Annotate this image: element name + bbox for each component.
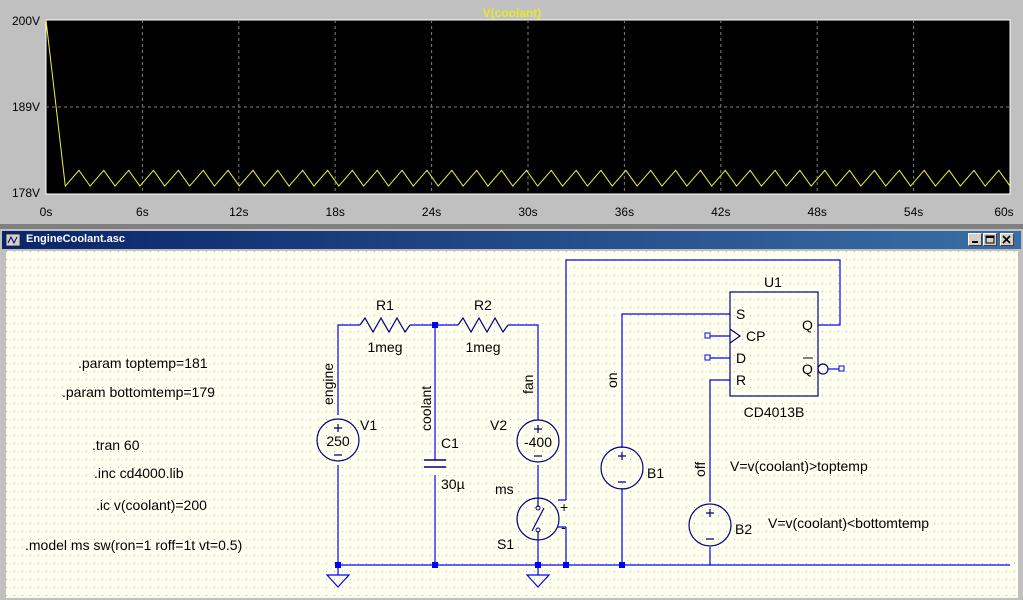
waveform-plot: V(coolant) 200V 189V 178V 0s 6s 12s 18s 24s 3…: [0, 0, 1023, 224]
node: [563, 562, 569, 568]
behavioral-source-b1[interactable]: [600, 446, 644, 490]
voltage-source-v2[interactable]: [516, 419, 560, 463]
x-tick-label: 6s: [136, 205, 149, 219]
x-tick-label: 18s: [326, 205, 345, 219]
x-tick-label: 12s: [229, 205, 248, 219]
q-feedback-wire[interactable]: [565, 259, 841, 500]
directive-param-toptemp[interactable]: .param toptemp=181: [78, 355, 208, 371]
schematic-window: EngineCoolant.asc: [0, 229, 1023, 600]
net-label-fan[interactable]: fan: [520, 375, 536, 394]
x-tick-label: 48s: [808, 205, 827, 219]
u1-name: U1: [764, 274, 782, 290]
pin-s: S: [736, 306, 745, 322]
v2-value: -400: [524, 434, 552, 450]
node: [432, 322, 438, 328]
x-tick-label: 42s: [711, 205, 730, 219]
ground-icon[interactable]: [525, 565, 551, 588]
waveform-viewer: V(coolant) 200V 189V 178V 0s 6s 12s 18s 24s 3…: [0, 0, 1023, 224]
net-label-engine[interactable]: engine: [320, 363, 336, 405]
c1-name: C1: [441, 435, 459, 451]
r1-name: R1: [376, 297, 394, 313]
minimize-button[interactable]: [968, 233, 982, 246]
net-label-coolant[interactable]: coolant: [418, 386, 434, 431]
directive-tran[interactable]: .tran 60: [92, 437, 140, 453]
off-net-wire[interactable]: [709, 379, 730, 565]
plot-grid: [46, 20, 1010, 194]
c1-value: 30µ: [441, 476, 465, 492]
wires: [337, 259, 1010, 566]
schematic-app-icon: [6, 234, 20, 246]
y-tick-label: 178V: [12, 186, 40, 200]
pin-cp: CP: [746, 328, 765, 344]
net-label-off[interactable]: off: [692, 462, 708, 477]
x-tick-labels: 0s 6s 12s 18s 24s 30s 36s 42s 48s 54s 60s: [40, 205, 1014, 219]
schematic-canvas[interactable]: R1 1meg R2 1meg C1 30µ 250 V1: [6, 251, 1018, 598]
behavioral-source-b2[interactable]: [688, 503, 732, 547]
b1-expression: V=v(coolant)>toptemp: [730, 458, 868, 474]
directive-ic[interactable]: .ic v(coolant)=200: [96, 497, 207, 513]
close-button[interactable]: [1000, 233, 1014, 246]
flip-flop-u1[interactable]: [704, 291, 845, 397]
schematic-titlebar[interactable]: EngineCoolant.asc: [2, 231, 1021, 249]
s1-model: ms: [495, 481, 514, 497]
resistor-r2[interactable]: [457, 316, 509, 334]
node: [619, 562, 625, 568]
s1-name: S1: [497, 536, 514, 552]
voltage-source-v1[interactable]: [316, 418, 360, 462]
capacitor-c1[interactable]: [424, 459, 446, 468]
r2-value: 1meg: [465, 339, 500, 355]
v1-name: V1: [360, 417, 377, 433]
x-tick-label: 60s: [994, 205, 1013, 219]
directive-inc[interactable]: .inc cd4000.lib: [94, 465, 184, 481]
x-tick-label: 54s: [904, 205, 923, 219]
b2-expression: V=v(coolant)<bottomtemp: [768, 515, 929, 531]
resistor-r1[interactable]: [359, 316, 411, 334]
close-icon: [1002, 235, 1011, 244]
pin-r: R: [736, 372, 746, 388]
schematic-title: EngineCoolant.asc: [26, 233, 126, 245]
switch-s1[interactable]: [516, 497, 566, 541]
engine-net-wire[interactable]: [337, 324, 360, 565]
b1-name: B1: [647, 465, 664, 481]
maximize-icon: [985, 235, 995, 244]
x-tick-label: 36s: [615, 205, 634, 219]
b2-name: B2: [735, 521, 752, 537]
s1-plus-sign: +: [560, 499, 568, 515]
r1-value: 1meg: [367, 339, 402, 355]
r2-name: R2: [474, 297, 492, 313]
trace-v-coolant[interactable]: [45, 19, 1011, 188]
pin-q: Q: [802, 317, 813, 333]
pin-d: D: [736, 350, 746, 366]
directive-param-bottomtemp[interactable]: .param bottomtemp=179: [62, 384, 215, 400]
minimize-icon: [972, 241, 978, 243]
x-tick-label: 24s: [422, 205, 441, 219]
maximize-button[interactable]: [983, 233, 997, 246]
ground-icon[interactable]: [325, 565, 351, 588]
pin-qbar: Q: [802, 361, 813, 377]
net-label-on[interactable]: on: [604, 372, 620, 388]
y-tick-label: 200V: [12, 14, 40, 28]
x-tick-label: 0s: [40, 205, 53, 219]
v2-name: V2: [490, 417, 507, 433]
u1-part: CD4013B: [744, 404, 805, 420]
y-tick-label: 189V: [12, 100, 40, 114]
node: [432, 562, 438, 568]
trace-label[interactable]: V(coolant): [483, 6, 542, 20]
v1-value: 250: [326, 433, 350, 449]
s1-minus-sign: -: [561, 519, 566, 535]
x-tick-label: 30s: [518, 205, 537, 219]
directive-model[interactable]: .model ms sw(ron=1 roff=1t vt=0.5): [25, 537, 242, 553]
on-net-wire[interactable]: [621, 313, 730, 565]
